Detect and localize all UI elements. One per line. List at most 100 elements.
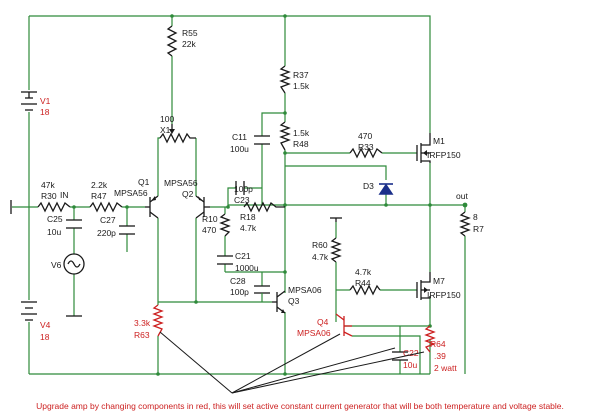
r37-value: 1.5k [293, 81, 310, 91]
resistor-r37: R37 1.5k [279, 65, 310, 94]
r55-ref: R55 [182, 28, 198, 38]
d3-ref: D3 [363, 181, 374, 191]
r48-value: 1.5k [293, 128, 310, 138]
resistor-r55: R55 22k [166, 25, 198, 57]
q3-type: MPSA06 [288, 285, 322, 295]
m1-type: IRFP150 [427, 150, 461, 160]
transistor-q4: Q4 MPSA06 [297, 313, 353, 338]
input-terminal: IN [10, 190, 69, 214]
v1-value: 18 [40, 107, 50, 117]
x1-value: 100 [160, 114, 174, 124]
wires [12, 15, 466, 375]
q2-type: MPSA56 [164, 178, 198, 188]
resistor-r44: 4.7k R44 [349, 267, 381, 296]
c25-ref: C25 [47, 214, 63, 224]
r63-ref: R63 [134, 330, 150, 340]
capacitor-c23: 100p C23 [234, 181, 253, 205]
v1-ref: V1 [40, 96, 51, 106]
transistor-q1: Q1 MPSA56 [114, 177, 159, 219]
m7-type: IRFP150 [427, 290, 461, 300]
r30-ref: R30 [41, 191, 57, 201]
c23-ref: C23 [234, 195, 250, 205]
v6-ref: V6 [51, 260, 62, 270]
r18-value: 4.7k [240, 223, 257, 233]
transistor-q3: MPSA06 Q3 [272, 285, 322, 314]
q1-type: MPSA56 [114, 188, 148, 198]
resistor-r60: R60 4.7k [312, 217, 342, 263]
r64-value: .39 [434, 351, 446, 361]
r33-ref: R33 [358, 142, 374, 152]
resistor-r63: 3.3k R63 [134, 304, 164, 340]
r55-value: 22k [182, 39, 196, 49]
capacitor-c27: C27 220p [97, 215, 135, 238]
r60-value: 4.7k [312, 252, 329, 262]
r48-ref: R48 [293, 139, 309, 149]
x1-ref: X1 [160, 125, 171, 135]
r7-value: 8 [473, 212, 478, 222]
m7-ref: M7 [433, 276, 445, 286]
m1-ref: M1 [433, 136, 445, 146]
r10-value: 470 [202, 225, 216, 235]
annotation-lines [159, 331, 425, 394]
c11-value: 100u [230, 144, 249, 154]
battery-v1: V1 18 [21, 91, 51, 117]
c27-ref: C27 [100, 215, 116, 225]
resistor-r64: R64 .39 2 watt [424, 325, 457, 373]
resistor-r18: R18 4.7k [240, 201, 285, 233]
r7-ref: R7 [473, 224, 484, 234]
q2-ref: Q2 [182, 189, 194, 199]
r18-ref: R18 [240, 212, 256, 222]
resistor-r33: 470 R33 [349, 131, 383, 159]
capacitor-c22: C22 10u [392, 348, 419, 370]
r47-ref: R47 [91, 191, 107, 201]
v4-value: 18 [40, 332, 50, 342]
r60-ref: R60 [312, 240, 328, 250]
q1-ref: Q1 [138, 177, 150, 187]
in-net-label: IN [60, 190, 69, 200]
v4-ref: V4 [40, 320, 51, 330]
resistor-r30: 47k R30 [37, 180, 71, 213]
q4-type: MPSA06 [297, 328, 331, 338]
r10-ref: R10 [202, 214, 218, 224]
c25-value: 10u [47, 227, 61, 237]
c28-value: 100p [230, 287, 249, 297]
c21-ref: C21 [235, 251, 251, 261]
r37-ref: R37 [293, 70, 309, 80]
resistor-r7: 8 R7 [459, 211, 484, 237]
mosfet-m7: M7 IRFP150 [416, 272, 461, 300]
r47-value: 2.2k [91, 180, 108, 190]
resistor-r47: 2.2k R47 [89, 180, 123, 213]
ac-source-v6: V6 [51, 253, 85, 275]
resistor-r48: 1.5k R48 [279, 121, 310, 151]
r44-ref: R44 [355, 278, 371, 288]
r33-value: 470 [358, 131, 372, 141]
capacitor-c25: C25 10u [47, 214, 82, 237]
mosfet-m1: M1 IRFP150 [416, 133, 461, 163]
capacitor-c11: C11 100u [230, 132, 270, 154]
r64-power: 2 watt [434, 363, 457, 373]
battery-v4: V4 18 [21, 301, 51, 342]
r44-value: 4.7k [355, 267, 372, 277]
c22-ref: C22 [403, 348, 419, 358]
out-net-label: out [456, 191, 468, 201]
c22-value: 10u [403, 360, 417, 370]
c11-ref: C11 [232, 132, 247, 142]
q4-ref: Q4 [317, 317, 329, 327]
transistor-q2: MPSA56 Q2 [164, 178, 210, 219]
c23-value: 100p [234, 184, 253, 194]
c21-value: 1000u [235, 263, 259, 273]
potentiometer-x1: 100 X1 [159, 114, 196, 144]
r64-ref: R64 [430, 339, 446, 349]
q3-ref: Q3 [288, 296, 300, 306]
c27-value: 220p [97, 228, 116, 238]
capacitor-c21: C21 1000u [217, 251, 259, 273]
r63-value: 3.3k [134, 318, 151, 328]
diode-d3: D3 [363, 181, 394, 195]
c28-ref: C28 [230, 276, 246, 286]
resistor-r10: R10 470 [202, 213, 231, 237]
output-terminal: out [456, 191, 468, 201]
r30-value: 47k [41, 180, 55, 190]
capacitor-c28: C28 100p [230, 276, 270, 302]
upgrade-note: Upgrade amp by changing components in re… [36, 401, 564, 411]
